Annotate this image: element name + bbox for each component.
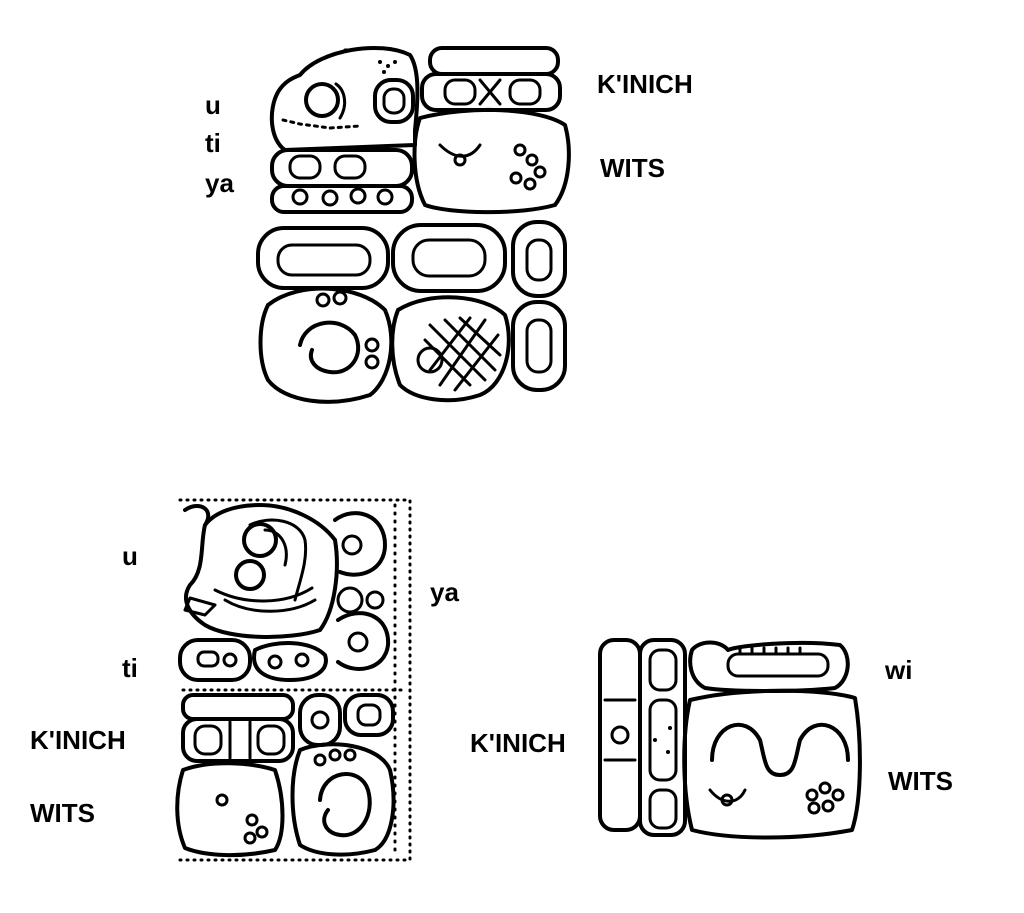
label-a-kinich: K'INICH [597,69,693,99]
glyph-a-wits [412,107,571,215]
label-a-wits: WITS [600,153,665,183]
label-b-ti: ti [122,653,138,683]
glyph-a-lower-middle [390,223,511,403]
label-c-kinich: K'INICH [470,728,566,758]
label-b-kinich: K'INICH [30,725,126,755]
glyph-block-a [256,45,571,404]
glyph-a-kinich [420,46,562,112]
label-a-ya: ya [205,168,234,198]
label-c-wits: WITS [888,766,953,796]
glyph-c-kinich [598,638,687,837]
glyph-block-b [175,498,412,862]
glyph-c-wits [682,688,862,840]
glyph-block-c [598,638,862,840]
label-b-wits: WITS [30,798,95,828]
glyph-a-lower-right [511,220,567,392]
label-b-u: u [122,541,138,571]
glyph-a-lower-left [256,226,394,404]
glyph-c-wi [688,640,850,693]
glyph-a-u-head [269,45,420,152]
glyph-b-ti [178,638,328,682]
label-b-ya: ya [430,577,459,607]
glyph-b-kinich [181,693,395,763]
glyph-b-stipple [178,498,412,862]
glyph-a-ti-ya [270,148,414,214]
glyph-b-u-head [183,503,339,639]
glyph-b-wits [175,742,396,858]
label-a-ti: ti [205,128,221,158]
glyph-b-ya [333,511,391,671]
label-c-wi: wi [885,655,913,685]
label-a-u: u [205,90,221,120]
